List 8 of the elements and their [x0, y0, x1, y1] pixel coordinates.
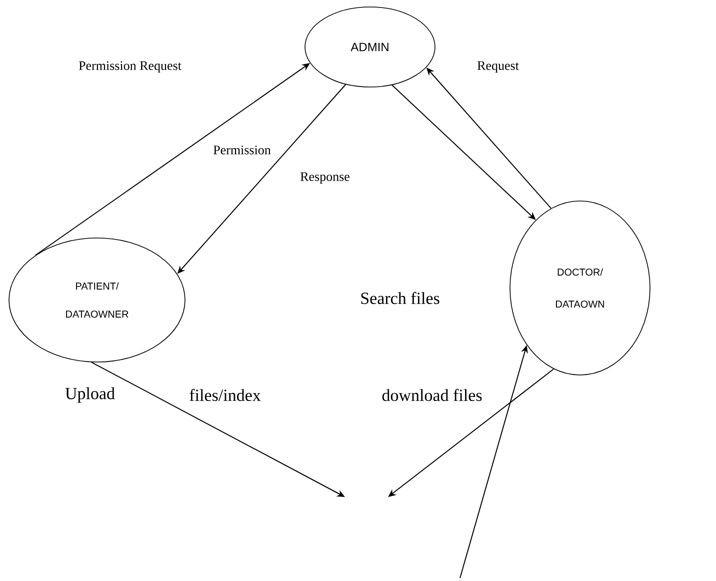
flow-label: download files — [382, 388, 482, 402]
flow-label: Response — [300, 172, 350, 184]
flow-label: Upload — [65, 387, 115, 403]
flow-label: Search files — [361, 292, 440, 304]
flow-label: Request — [477, 61, 519, 73]
flow-label: Permission — [214, 146, 271, 154]
flow-label: Permission Request — [78, 61, 182, 73]
flow-label: files/index — [190, 388, 261, 402]
